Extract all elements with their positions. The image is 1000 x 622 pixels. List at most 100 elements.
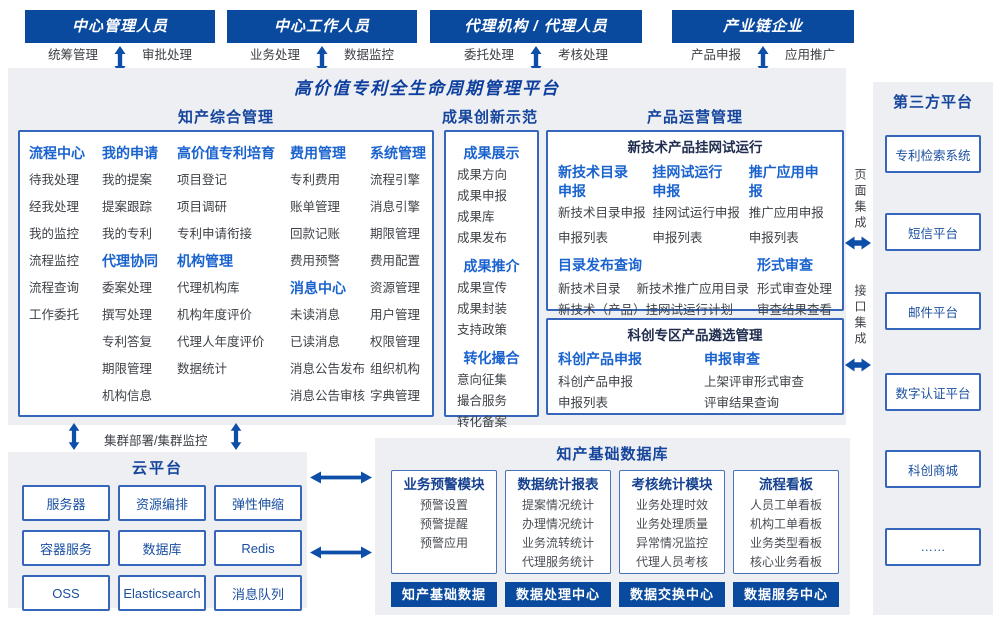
menu-group-title: 成果展示 [463, 145, 520, 161]
selection-management-box: 科创专区产品遴选管理 科创产品申报 科创产品申报申报列表 申报审查 上架评审形式… [546, 318, 844, 415]
ip-columns: 流程中心 待我处理经我处理我的监控流程监控流程查询工作委托 我的申请 [20, 132, 432, 410]
database-module-title: 数据统计报表 [517, 477, 599, 492]
menu-item: 专利答复 [102, 335, 153, 349]
menu-item: 消息引擎 [370, 200, 421, 214]
database-module: 数据统计报表 提案情况统计办理情况统计业务流转统计代理服务统计 数据处理中心 [505, 470, 611, 607]
menu-item: 新技术推广应用目录 [636, 282, 750, 296]
menu-group-title: 高价值专利培育 [177, 145, 275, 161]
persona-roles: 业务处理 数据监控 [227, 46, 417, 74]
menu-group-title: 形式审查 [756, 257, 813, 273]
database-module-box: 数据统计报表 提案情况统计办理情况统计业务流转统计代理服务统计 [505, 470, 611, 574]
menu-item: 成果宣传 [457, 281, 508, 295]
trial-bottom-row: 目录发布查询 新技术目录新技术推广应用目录新技术（产品）挂网试运行计划 形式审查… [558, 252, 832, 321]
menu-items: 形式审查处理审查结果查看 [757, 279, 832, 321]
selection-box-title: 科创专区产品遴选管理 [627, 328, 763, 343]
menu-item: 挂网试运行申报 [652, 206, 740, 220]
menu-item: 消息公告发布 [290, 362, 366, 376]
menu-item: 待我处理 [29, 173, 80, 187]
menu-item: 我的提案 [102, 173, 153, 187]
menu-group: 申报审查 上架评审形式审查评审结果查询 [704, 347, 804, 414]
menu-item: 专利费用 [290, 173, 341, 187]
trial-columns: 新技术目录申报 新技术目录申报申报列表 挂网试运行申报 挂网试运行申报申报列表 … [558, 158, 832, 251]
cluster-label: 集群部署/集群监控 [104, 434, 208, 448]
menu-items: 未读消息已读消息消息公告发布消息公告审核 [290, 302, 370, 410]
menu-item: 账单管理 [290, 200, 341, 214]
menu-item: 未读消息 [290, 308, 341, 322]
achievements-box: 成果展示 成果方向成果申报成果库成果发布 成果推介 成果宣传成果封装支持政策 转… [444, 130, 539, 429]
menu-group-title: 新技术目录申报 [558, 164, 628, 199]
menu-item: 字典管理 [370, 389, 421, 403]
persona-center-staff: 中心工作人员 业务处理 数据监控 [227, 10, 417, 74]
database-modules: 业务预警模块 预警设置预警提醒预警应用 知产基础数据 数据统计报表 提案情况统计… [375, 464, 850, 607]
menu-item: 推广应用申报 [748, 206, 824, 220]
double-arrow-vertical-icon [757, 46, 769, 74]
menu-item: 评审结果查询 [704, 396, 780, 410]
ip-column: 流程中心 待我处理经我处理我的监控流程监控流程查询工作委托 [29, 140, 102, 410]
menu-items: 挂网试运行申报申报列表 [652, 201, 748, 251]
selection-columns: 科创产品申报 科创产品申报申报列表 申报审查 上架评审形式审查评审结果查询 [558, 346, 832, 414]
third-party-item: 科创商城 [885, 450, 981, 488]
persona-role-label: 数据监控 [344, 48, 395, 62]
menu-group: 机构管理 代理机构库机构年度评价代理人年度评价数据统计 [177, 248, 290, 383]
menu-item: 权限管理 [370, 335, 421, 349]
database-module: 业务预警模块 预警设置预警提醒预警应用 知产基础数据 [391, 470, 497, 607]
menu-item: 业务类型看板 [749, 536, 822, 550]
cloud-service-item: 资源编排 [118, 485, 206, 521]
third-party-item: 短信平台 [885, 213, 981, 251]
menu-item: 申报列表 [748, 231, 799, 245]
persona-title: 产业链企业 [672, 10, 854, 43]
persona-roles: 产品申报 应用推广 [672, 46, 854, 74]
menu-item: 申报列表 [558, 231, 609, 245]
menu-item: 撮合服务 [457, 394, 508, 408]
menu-item: 流程监控 [29, 254, 80, 268]
menu-item: 机构年度评价 [177, 308, 253, 322]
menu-group-title: 目录发布查询 [558, 257, 642, 273]
cloud-service-item: 数据库 [118, 530, 206, 566]
menu-item: 经我处理 [29, 200, 80, 214]
menu-group: 成果推介 成果宣传成果封装支持政策 [446, 254, 537, 341]
ip-management-box: 流程中心 待我处理经我处理我的监控流程监控流程查询工作委托 我的申请 [18, 130, 434, 417]
database-module-box: 业务预警模块 预警设置预警提醒预警应用 [391, 470, 497, 574]
menu-group-title: 流程中心 [29, 145, 85, 161]
achievement-groups: 成果展示 成果方向成果申报成果库成果发布 成果推介 成果宣传成果封装支持政策 转… [446, 141, 537, 433]
menu-item: 机构信息 [102, 389, 153, 403]
cloud-service-item: Redis [214, 530, 302, 566]
menu-items: 人员工单看板机构工单看板业务类型看板核心业务看板 [734, 496, 838, 572]
cloud-service-item: OSS [22, 575, 110, 611]
menu-item: 代理人年度评价 [177, 335, 265, 349]
menu-item: 科创产品申报 [558, 375, 634, 389]
database-center-bar: 知产基础数据 [391, 582, 497, 607]
persona-agencies: 代理机构 / 代理人员 委托处理 考核处理 [430, 10, 642, 74]
menu-items: 代理机构库机构年度评价代理人年度评价数据统计 [177, 275, 290, 383]
double-arrow-horizontal-icon [310, 545, 372, 565]
menu-group-title: 系统管理 [370, 145, 426, 161]
menu-items: 意向征集撮合服务转化备案 [446, 370, 537, 433]
menu-item: 业务处理质量 [635, 517, 708, 531]
persona-roles: 委托处理 考核处理 [430, 46, 642, 74]
menu-group-title: 机构管理 [177, 253, 233, 269]
menu-group: 消息中心 未读消息已读消息消息公告发布消息公告审核 [290, 275, 370, 410]
ip-database-panel: 知产基础数据库 业务预警模块 预警设置预警提醒预警应用 知产基础数据 数据统计报… [375, 438, 850, 615]
menu-item: 核心业务看板 [749, 555, 822, 569]
menu-item: 数据统计 [177, 362, 228, 376]
persona-roles: 统筹管理 审批处理 [25, 46, 215, 74]
menu-item: 期限管理 [370, 227, 421, 241]
menu-group-title: 我的申请 [102, 145, 158, 161]
section-header-ip-management: 知产综合管理 [177, 109, 274, 126]
menu-item: 代理人员考核 [635, 555, 708, 569]
double-arrow-vertical-icon [316, 46, 328, 74]
menu-group: 系统管理 流程引擎消息引擎期限管理费用配置资源管理用户管理权限管理组织机构字典管… [370, 140, 432, 410]
trial-box-title: 新技术产品挂网试运行 [627, 140, 763, 155]
menu-items: 新技术目录申报申报列表 [558, 201, 652, 251]
menu-item: 形式审查处理 [756, 282, 832, 296]
menu-item: 成果申报 [457, 189, 508, 203]
menu-item: 提案跟踪 [102, 200, 153, 214]
ip-column: 我的申请 我的提案提案跟踪我的专利 代理协同 委案处理撰写处理专利答复期限管理机… [102, 140, 177, 410]
menu-item: 我的专利 [102, 227, 153, 241]
menu-item: 支持政策 [457, 323, 508, 337]
menu-item: 新技术（产品）挂网试运行计划 [558, 303, 734, 317]
platform-panel: 高价值专利全生命周期管理平台 知产综合管理 成果创新示范 产品运营管理 流程中心 [8, 68, 846, 429]
menu-item: 组织机构 [370, 362, 421, 376]
menu-items: 推广应用申报申报列表 [749, 201, 832, 251]
